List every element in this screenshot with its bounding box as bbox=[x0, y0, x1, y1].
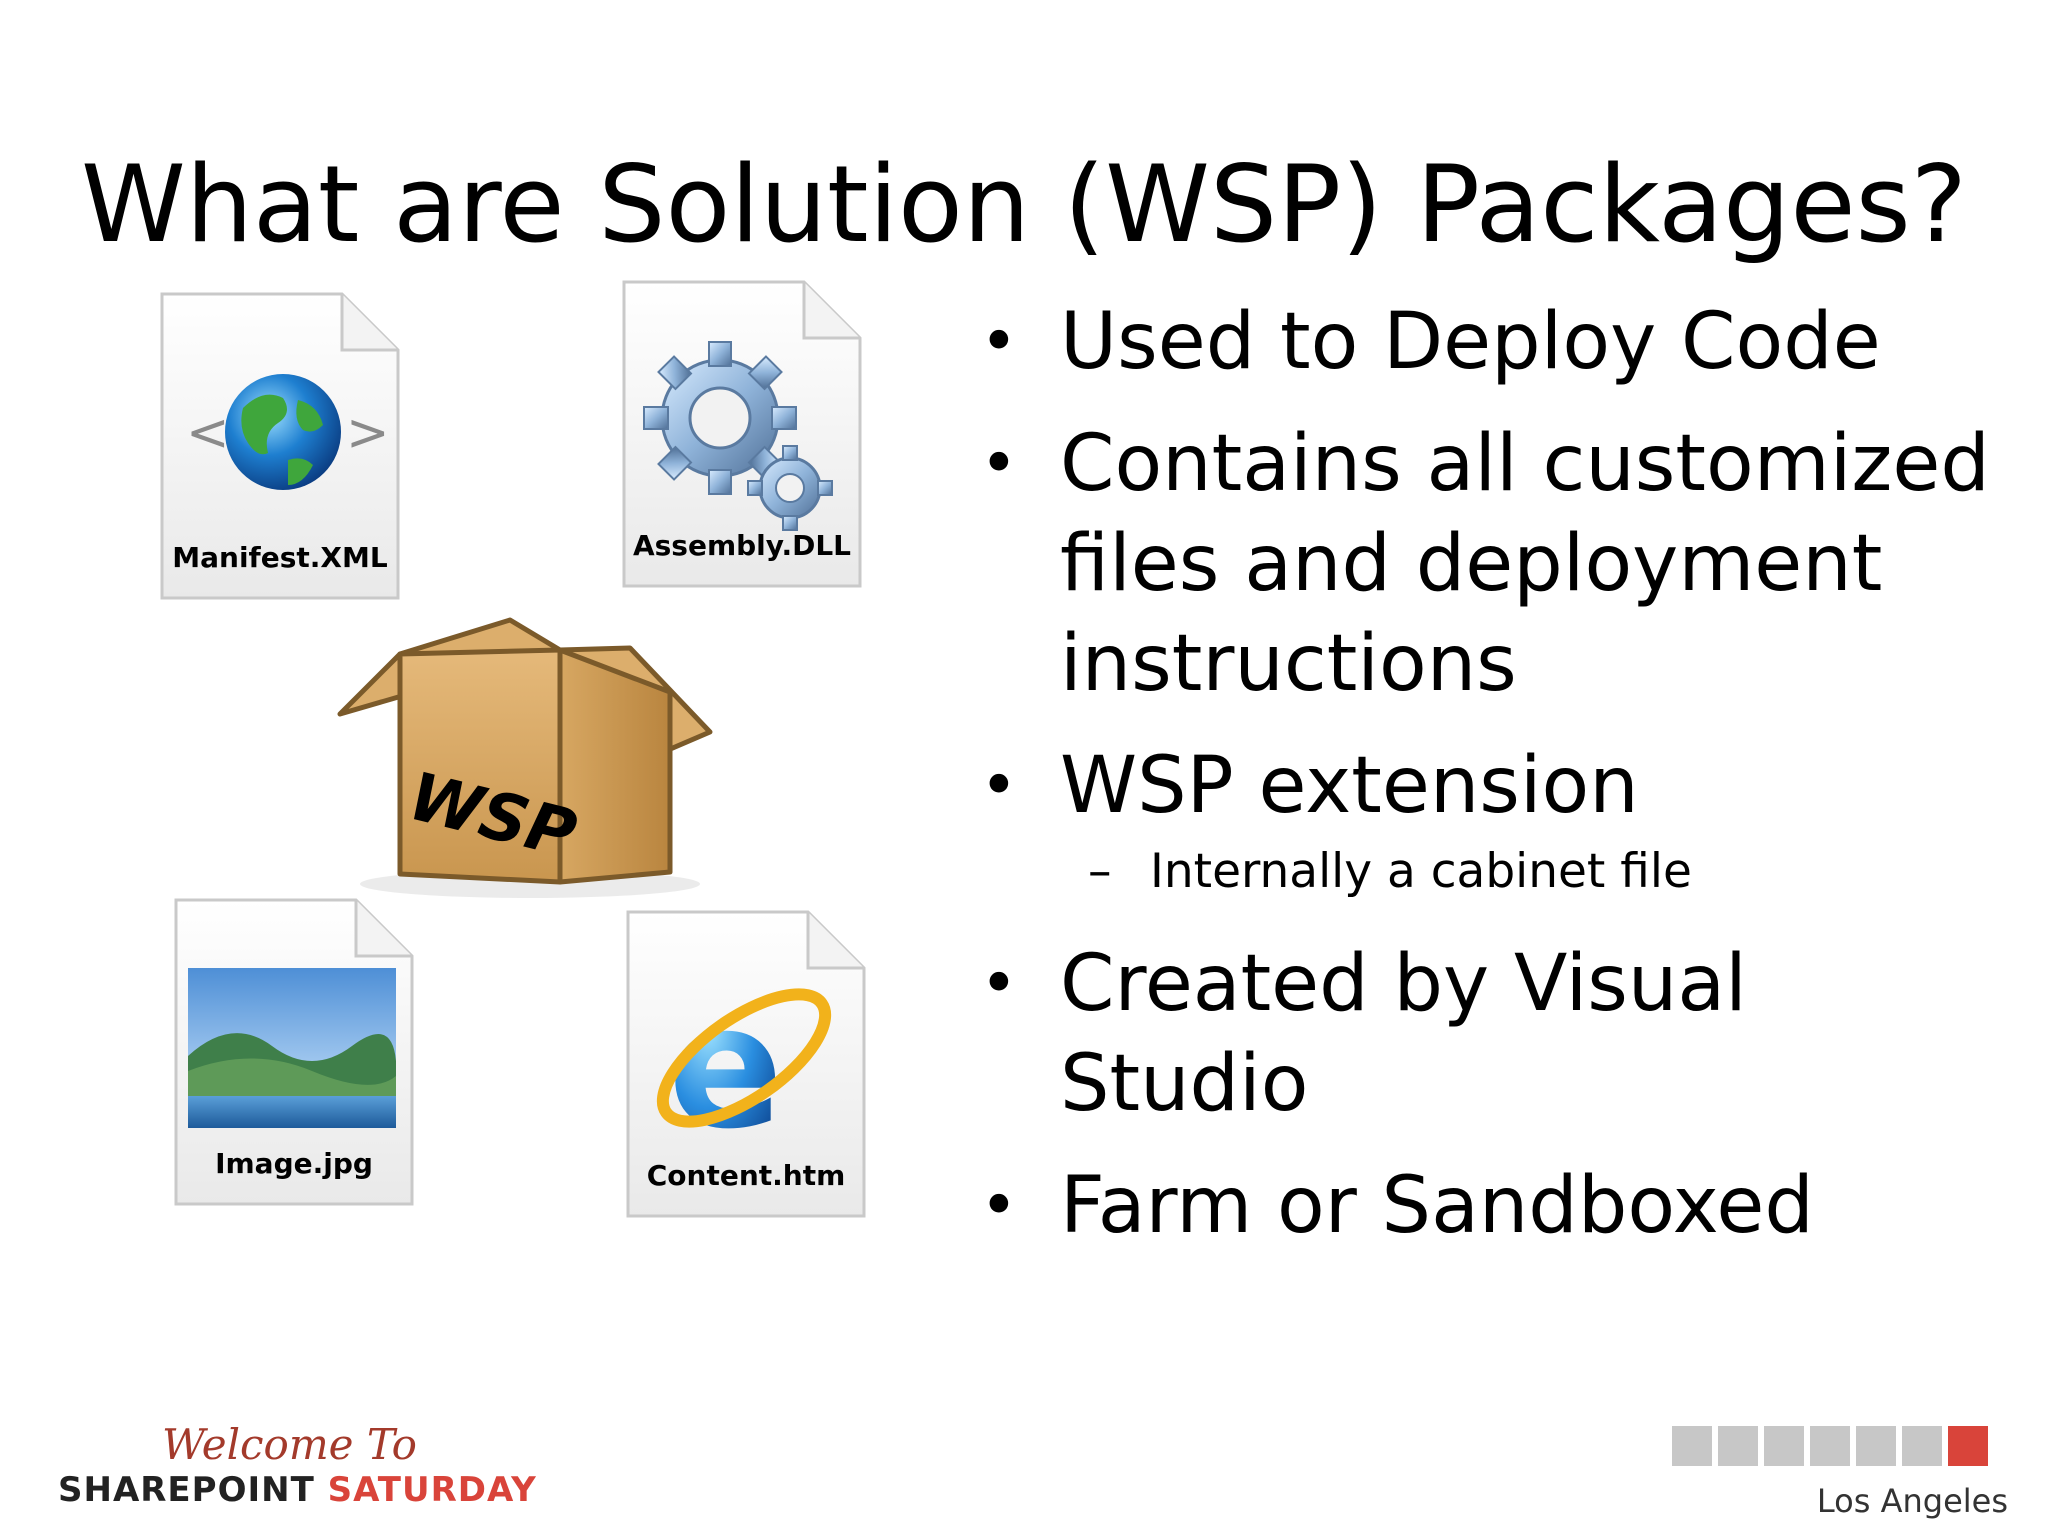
bullet-text-line: instructions bbox=[1060, 619, 1517, 709]
bullet-text-line: Created by Visual bbox=[1060, 939, 1747, 1029]
brand-saturday: SATURDAY bbox=[327, 1470, 537, 1510]
bullet-marker: • bbox=[980, 427, 1018, 501]
bullet-marker: • bbox=[980, 1169, 1018, 1243]
bullet-item: • Farm or Sandboxed bbox=[980, 1156, 2000, 1256]
logo-square-accent bbox=[1948, 1426, 1988, 1466]
bullet-text-line: Farm or Sandboxed bbox=[1060, 1161, 1814, 1251]
internet-explorer-icon: e bbox=[626, 910, 866, 1218]
bullet-text-line: files and deployment bbox=[1060, 519, 1883, 609]
open-box-icon bbox=[337, 617, 713, 898]
bullet-text-line: Contains all customized bbox=[1060, 419, 1990, 509]
bullet-marker: – bbox=[1088, 844, 1112, 899]
image-file-label: Image.jpg bbox=[215, 1147, 373, 1180]
bullet-list: • Used to Deploy Code • Contains all custom… bbox=[980, 292, 2000, 1278]
assembly-file: Assembly.DLL bbox=[620, 278, 864, 590]
bullet-text-line: Used to Deploy Code bbox=[1060, 297, 1881, 387]
bullet-text-line: WSP extension bbox=[1060, 741, 1639, 831]
logo-square bbox=[1856, 1426, 1896, 1466]
bullet-text-line: Internally a cabinet file bbox=[1150, 844, 1692, 899]
logo-square bbox=[1764, 1426, 1804, 1466]
bullet-marker: • bbox=[980, 305, 1018, 379]
globe-xml-icon: < > bbox=[160, 292, 400, 600]
bullet-item: • Used to Deploy Code bbox=[980, 292, 2000, 392]
logo-square bbox=[1902, 1426, 1942, 1466]
logo-square bbox=[1672, 1426, 1712, 1466]
bullet-text-line: Studio bbox=[1060, 1039, 1309, 1129]
logo-square bbox=[1810, 1426, 1850, 1466]
gears-icon bbox=[622, 280, 862, 588]
svg-text:<: < bbox=[186, 403, 230, 463]
city-text: Los Angeles bbox=[1816, 1482, 2008, 1520]
brand-sharepoint: SHAREPOINT bbox=[58, 1470, 315, 1510]
wsp-box: WSP bbox=[330, 612, 730, 902]
content-file: e Content.htm bbox=[624, 908, 868, 1220]
bullet-marker: • bbox=[980, 947, 1018, 1021]
bullet-item: • Contains all customized files and deploy… bbox=[980, 414, 2000, 714]
manifest-file: < > Manifest.XML bbox=[158, 290, 402, 602]
brand-text: SHAREPOINT SATURDAY bbox=[58, 1470, 537, 1510]
los-angeles-logo: Los Angeles bbox=[1670, 1426, 2010, 1526]
sharepoint-saturday-logo: Welcome To SHAREPOINT SATURDAY bbox=[58, 1420, 618, 1520]
bullet-marker: • bbox=[980, 749, 1018, 823]
svg-text:>: > bbox=[346, 403, 390, 463]
welcome-text: Welcome To bbox=[162, 1420, 417, 1469]
sub-bullet-item: –Internally a cabinet file bbox=[980, 840, 2000, 904]
landscape-image-icon bbox=[174, 898, 414, 1206]
manifest-file-label: Manifest.XML bbox=[172, 541, 388, 574]
image-file: Image.jpg bbox=[172, 896, 416, 1208]
slide-title: What are Solution (WSP) Packages? bbox=[80, 143, 1968, 267]
bullet-item: • WSP extension bbox=[980, 736, 2000, 836]
content-file-label: Content.htm bbox=[646, 1159, 846, 1192]
assembly-file-label: Assembly.DLL bbox=[632, 529, 852, 562]
logo-square bbox=[1718, 1426, 1758, 1466]
